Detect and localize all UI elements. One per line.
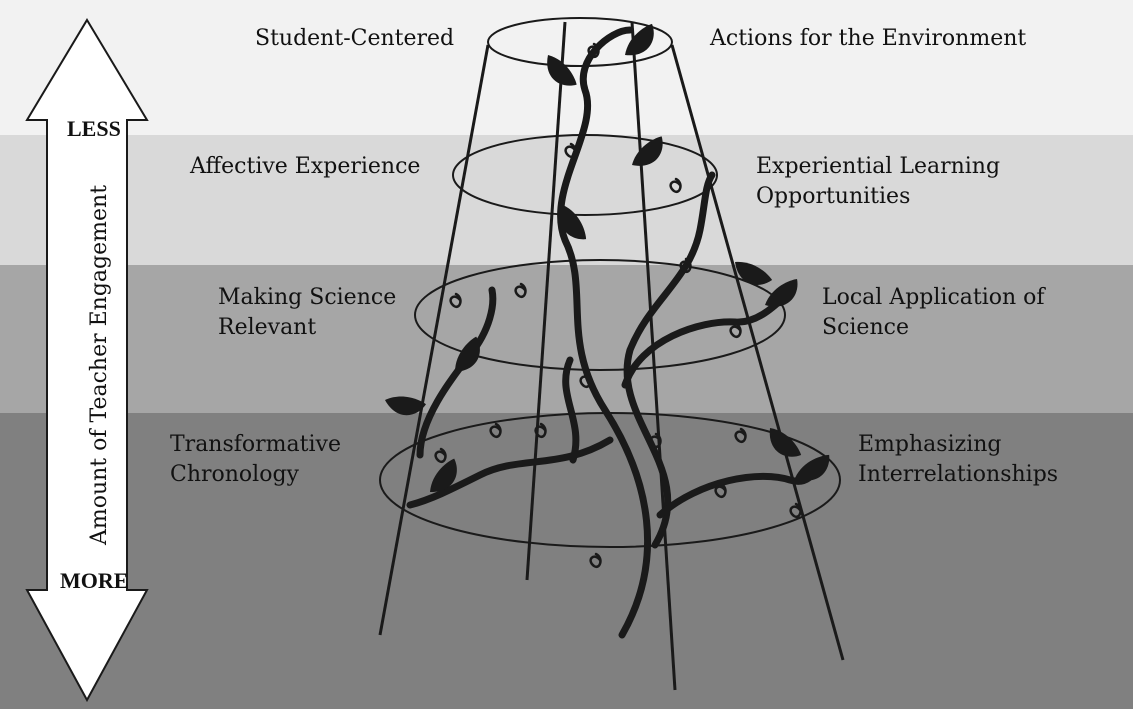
trellis-ring-1 xyxy=(487,17,673,67)
engagement-arrow xyxy=(25,18,149,703)
tier-4-right-label: Emphasizing Interrelationships xyxy=(858,432,1059,487)
tier-2-right-label: Experiential Learning Opportunities xyxy=(756,154,1001,209)
trellis-ring-2 xyxy=(452,134,718,216)
axis-more-label: MORE xyxy=(60,568,129,593)
tier-3-right-label: Local Application of Science xyxy=(822,285,1045,340)
axis-title: Amount of Teacher Engagement xyxy=(87,184,112,546)
trellis-ring-3 xyxy=(414,259,786,371)
vine-tendrils xyxy=(434,42,802,569)
trellis-post-left xyxy=(378,44,490,636)
background-band-4 xyxy=(0,413,1133,709)
vine-stems xyxy=(406,26,824,639)
tier-1-right-label: Actions for the Environment xyxy=(710,26,1027,51)
tier-4-left-label: Transformative Chronology xyxy=(170,432,341,487)
axis-less-label: LESS xyxy=(67,116,121,141)
tier-1-left-label: Student-Centered xyxy=(255,26,455,51)
trellis-post-inner-right xyxy=(630,21,677,691)
tier-2-left-label: Affective Experience xyxy=(190,154,421,179)
trellis-post-right xyxy=(670,44,845,661)
tier-3-left-label: Making Science Relevant xyxy=(218,285,397,340)
trellis-post-inner-left xyxy=(525,21,567,581)
vine-leaves xyxy=(385,23,830,493)
